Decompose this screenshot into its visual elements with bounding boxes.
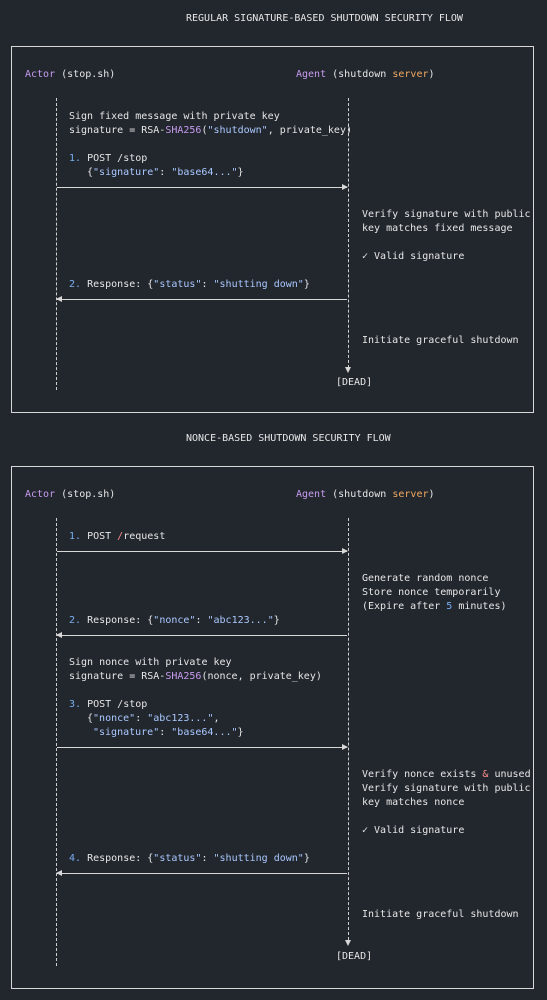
flow1-verify-line2: key matches fixed message [362,223,513,234]
flow2-valid-signature: ✓ Valid signature [362,825,465,836]
flow1-agent-lifeline [348,98,349,368]
flow1-title: REGULAR SIGNATURE-BASED SHUTDOWN SECURIT… [186,13,463,24]
flow2-msg2-label: 2. Response: {"nonce": "abc123..."} [69,615,280,626]
flow2-msg4-label: 4. Response: {"status": "shutting down"} [69,853,310,864]
flow2-frame [11,466,534,989]
flow2-msg4-arrow [56,870,347,876]
flow2-msg3-arrow [57,744,348,750]
flow1-sign-note-line1: Sign fixed message with private key [69,111,280,122]
flow1-msg2-arrow [56,296,347,302]
flow2-actor-lifeline [56,518,57,966]
flow2-msg1-label: 1. POST /request [69,531,166,542]
flow1-initiate-shutdown: Initiate graceful shutdown [362,335,519,346]
flow2-msg3-label: 3. POST /stop [69,699,148,710]
flow2-msg2-arrow [56,632,347,638]
flow2-initiate-shutdown: Initiate graceful shutdown [362,909,519,920]
flow1-msg1-body: {"signature": "base64..."} [87,167,244,178]
flow1-msg1-arrow [57,184,348,190]
flow1-actor-label: Actor (stop.sh) [25,69,116,80]
flow2-sign-note-line2: signature = RSA-SHA256(nonce, private_ke… [69,671,322,682]
flow2-msg3-body-line2: "signature": "base64..."} [93,727,244,738]
flow1-actor-lifeline [56,98,57,390]
flow2-agent-lifeline [348,518,349,940]
flow1-lifeline-end-arrow [345,367,351,373]
flow2-sign-note-line1: Sign nonce with private key [69,657,232,668]
flow2-generate-line1: Generate random nonce [362,573,489,584]
flow2-msg1-arrow [57,548,348,554]
flow2-actor-label: Actor (stop.sh) [25,489,116,500]
flow1-msg2-label: 2. Response: {"status": "shutting down"} [69,279,310,290]
flow1-valid-signature: ✓ Valid signature [362,251,465,262]
flow1-msg1-label: 1. POST /stop [69,153,148,164]
flow1-dead-label: [DEAD] [336,377,373,388]
flow2-dead-label: [DEAD] [336,951,373,962]
flow2-title: NONCE-BASED SHUTDOWN SECURITY FLOW [186,433,391,444]
flow2-verify-line1: Verify nonce exists & unused [362,769,531,780]
flow1-frame [11,46,534,413]
flow2-generate-line2: Store nonce temporarily [362,587,501,598]
flow1-sign-note-line2: signature = RSA-SHA256("shutdown", priva… [69,125,352,136]
flow1-verify-line1: Verify signature with public [362,209,531,220]
flow1-agent-label: Agent (shutdown server) [296,69,435,80]
flow2-generate-line3: (Expire after 5 minutes) [362,601,507,612]
flow2-msg3-body-line1: {"nonce": "abc123...", [87,713,220,724]
flow2-lifeline-end-arrow [345,940,351,946]
flow2-verify-line3: key matches nonce [362,797,465,808]
flow2-verify-line2: Verify signature with public [362,783,531,794]
flow2-agent-label: Agent (shutdown server) [296,489,435,500]
